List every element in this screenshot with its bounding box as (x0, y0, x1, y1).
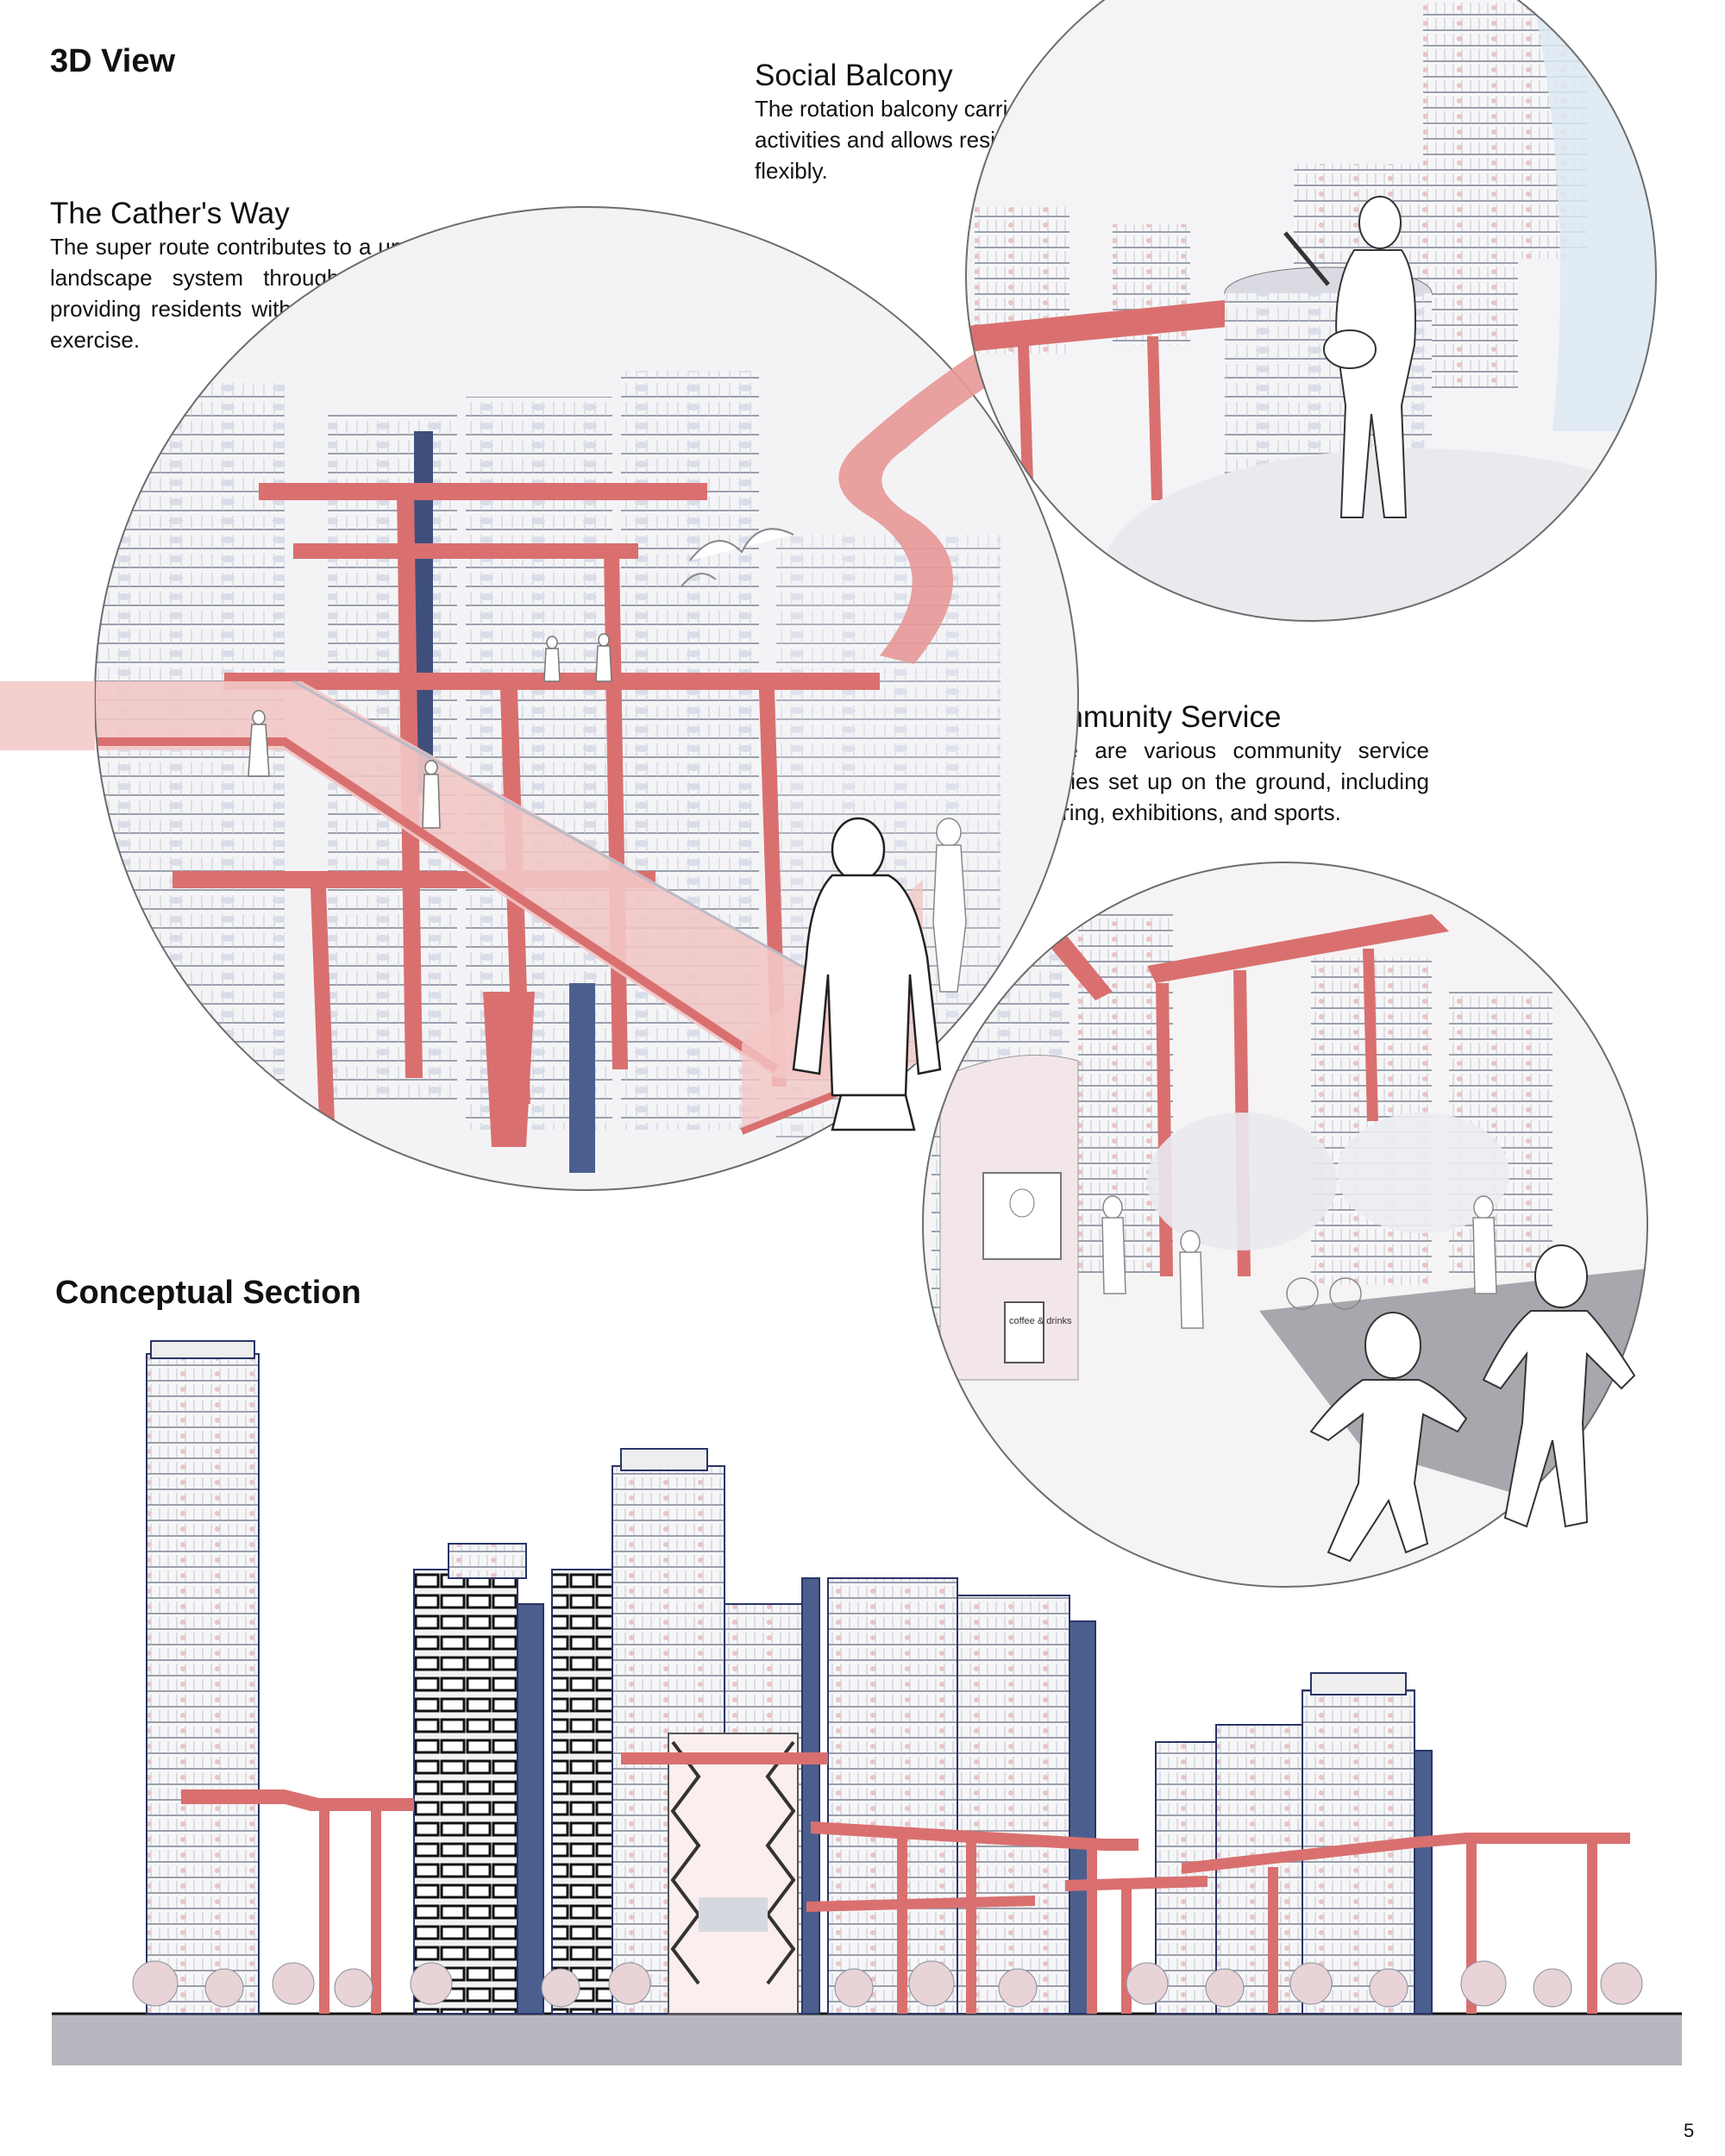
page-number: 5 (1684, 2120, 1695, 2141)
coffee-sign-text: coffee & drinks (1009, 1316, 1072, 1326)
street-trees (132, 1960, 1643, 2008)
social-balcony-illustration (838, 0, 1657, 664)
heading-3d-view: 3D View (50, 43, 176, 79)
community-service-illustration: coffee & drinks (922, 862, 1648, 1588)
walking-man-figure (932, 818, 967, 993)
cathers-way-illustration (0, 206, 1079, 1191)
central-core (668, 1733, 799, 2015)
social-balcony-title: Social Balcony (755, 59, 953, 92)
woman-figure (792, 817, 942, 1131)
guitar-man-figure (1283, 196, 1416, 518)
children-running-figure (1309, 1244, 1636, 1563)
conceptual-section-drawing (52, 1340, 1682, 2065)
cathers-way-title: The Cather's Way (50, 197, 290, 230)
community-service-text: There are various community service faci… (1019, 737, 1429, 825)
section-elevated-routes (181, 1752, 1630, 2014)
heading-conceptual-section: Conceptual Section (55, 1275, 361, 1311)
